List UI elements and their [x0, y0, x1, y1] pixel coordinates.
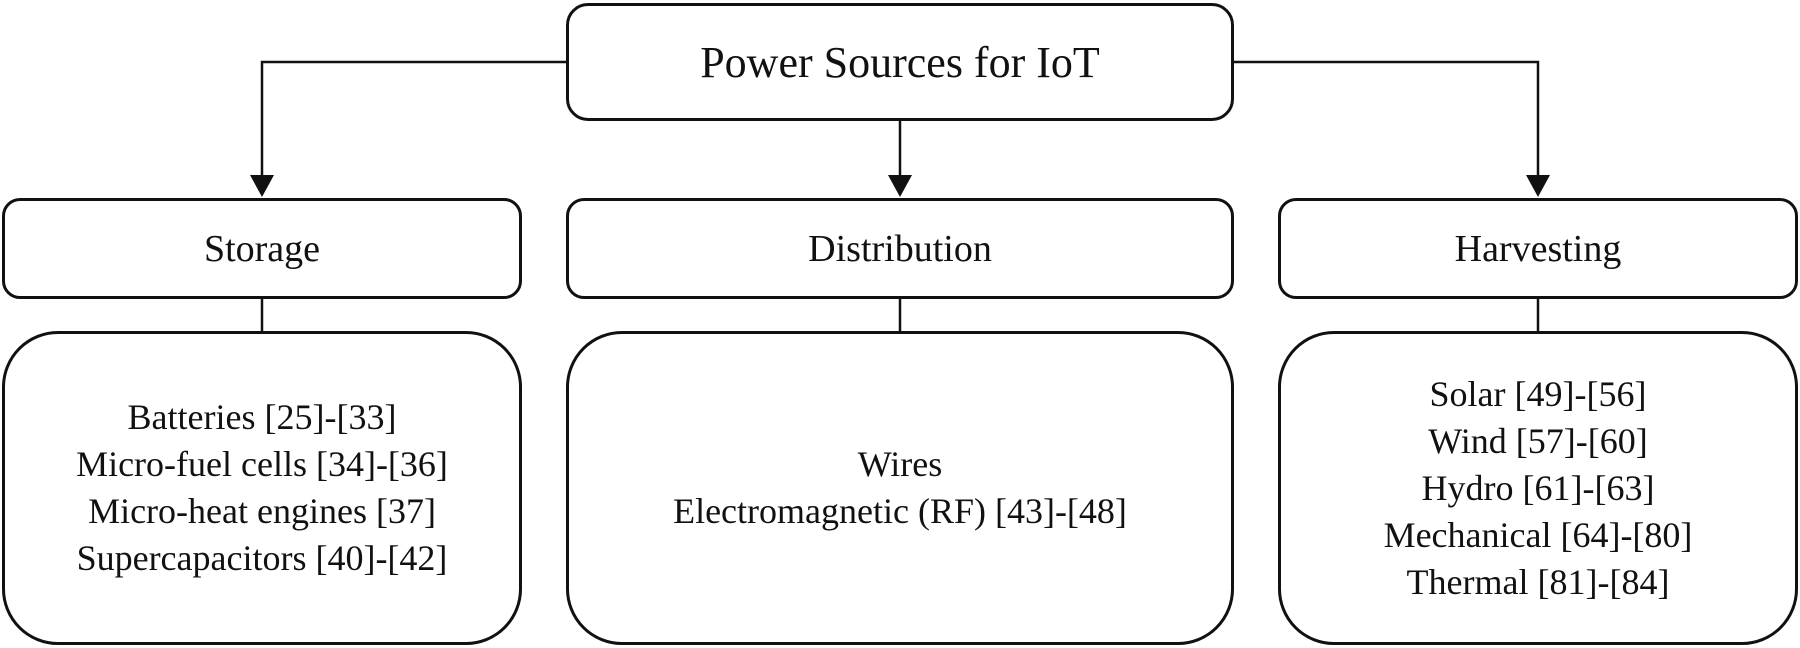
category-label-distribution: Distribution	[808, 227, 992, 270]
category-label-storage: Storage	[203, 227, 321, 270]
detail-item: Thermal [81]-[84]	[1406, 561, 1670, 602]
root-node: Power Sources for IoT	[566, 3, 1234, 121]
category-node-distribution: Distribution	[566, 198, 1234, 299]
arrowhead-distribution	[888, 175, 912, 197]
arrow-root-to-harvesting	[1234, 60, 1540, 176]
detail-item: Mechanical [64]-[80]	[1383, 514, 1693, 555]
arrow-root-to-storage	[260, 60, 566, 176]
detail-item: Hydro [61]-[63]	[1421, 467, 1655, 508]
root-label: Power Sources for IoT	[700, 37, 1100, 87]
detail-box-storage: Batteries [25]-[33] Micro-fuel cells [34…	[2, 331, 522, 645]
detail-item: Wind [57]-[60]	[1428, 420, 1648, 461]
detail-item: Wires	[857, 444, 943, 484]
arrowhead-harvesting	[1526, 175, 1550, 197]
category-node-harvesting: Harvesting	[1278, 198, 1798, 299]
arrowhead-storage	[250, 175, 274, 197]
detail-item: Micro-fuel cells [34]-[36]	[76, 444, 448, 484]
detail-item: Solar [49]-[56]	[1429, 373, 1647, 414]
detail-item: Batteries [25]-[33]	[127, 397, 397, 437]
detail-item: Supercapacitors [40]-[42]	[76, 538, 448, 578]
detail-item: Electromagnetic (RF) [43]-[48]	[673, 491, 1127, 531]
detail-box-harvesting: Solar [49]-[56] Wind [57]-[60] Hydro [61…	[1278, 331, 1798, 645]
category-node-storage: Storage	[2, 198, 522, 299]
category-label-harvesting: Harvesting	[1454, 227, 1622, 270]
detail-item: Micro-heat engines [37]	[88, 491, 436, 531]
detail-box-distribution: Wires Electromagnetic (RF) [43]-[48]	[566, 331, 1234, 645]
